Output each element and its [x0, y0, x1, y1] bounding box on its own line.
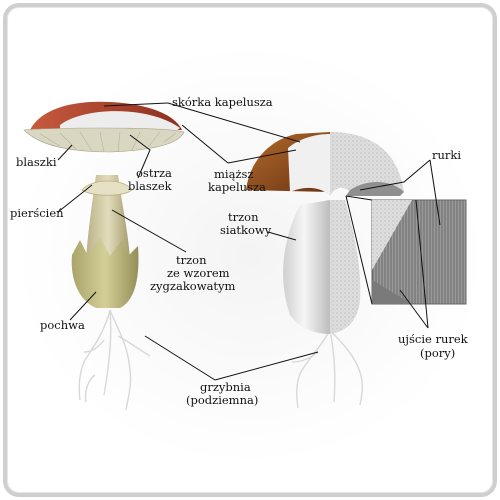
- leader-trzon-zygzak: [111, 209, 187, 253]
- inset-connector-top: [345, 195, 373, 201]
- leader-miazsz-right: [227, 149, 297, 164]
- left-gill-lines: [39, 131, 177, 153]
- label-trzon-zyg-1: trzon: [176, 253, 207, 267]
- leader-pochwa: [69, 291, 97, 321]
- leader-ostrza: [129, 134, 151, 179]
- label-trzon-siat-2: siatkowy: [220, 223, 272, 237]
- leader-skorka-right: [167, 102, 301, 143]
- label-ujscie-2: (pory): [420, 346, 455, 360]
- right-mushroom: [246, 132, 467, 409]
- left-ring: [81, 180, 133, 196]
- leader-pierscien: [57, 184, 93, 213]
- label-pochwa: pochwa: [40, 318, 85, 332]
- leader-trzon-siatkowy: [267, 231, 297, 241]
- right-cap-flesh-outer: [288, 134, 330, 196]
- leader-skorka-left: [103, 102, 169, 107]
- right-cap-flesh: [330, 132, 404, 196]
- label-trzon-zyg-3: zygzakowatym: [150, 279, 236, 293]
- leader-blaszki: [57, 144, 73, 161]
- label-pierscien: pierścień: [10, 206, 64, 220]
- label-trzon-siat-1: trzon: [228, 210, 259, 224]
- leader-lines: [57, 102, 441, 381]
- leader-grzybnia-left: [144, 335, 216, 381]
- inset-connector-bottom: [345, 195, 373, 305]
- label-rurki: rurki: [432, 148, 461, 162]
- right-stem-cut: [330, 200, 361, 334]
- tubes-inset-flesh: [372, 200, 412, 270]
- label-trzon-zyg-2: ze wzorem: [167, 266, 230, 280]
- leader-rurki-1: [359, 159, 431, 191]
- right-mycelium: [291, 329, 363, 409]
- right-stem-outer: [283, 200, 330, 334]
- label-miazsz-2: kapelusza: [208, 180, 266, 194]
- label-ostrza-2: blaszek: [128, 179, 173, 193]
- label-grzybnia-1: grzybnia: [200, 380, 251, 394]
- label-blaszki: blaszki: [16, 155, 57, 169]
- label-grzybnia-2: (podziemna): [186, 393, 258, 407]
- left-stem: [86, 175, 130, 260]
- label-skorka: skórka kapelusza: [172, 95, 273, 109]
- leader-grzybnia-right: [214, 351, 319, 381]
- label-ujscie-1: ujście rurek: [398, 332, 469, 346]
- tubes-inset-pores: [372, 280, 412, 304]
- label-ostrza-1: ostrza: [136, 166, 172, 180]
- left-volva: [71, 238, 139, 308]
- leader-rurki-2: [429, 159, 441, 226]
- left-mycelium: [78, 309, 151, 411]
- labels: skórka kapelusza blaszki ostrza blaszek …: [10, 95, 469, 407]
- leader-miazsz-left: [181, 124, 229, 164]
- right-tubes-layer: [346, 181, 404, 196]
- leader-ujscie-2: [399, 289, 429, 329]
- leader-ujscie-1: [415, 199, 429, 329]
- label-miazsz-1: miąższ: [214, 167, 253, 181]
